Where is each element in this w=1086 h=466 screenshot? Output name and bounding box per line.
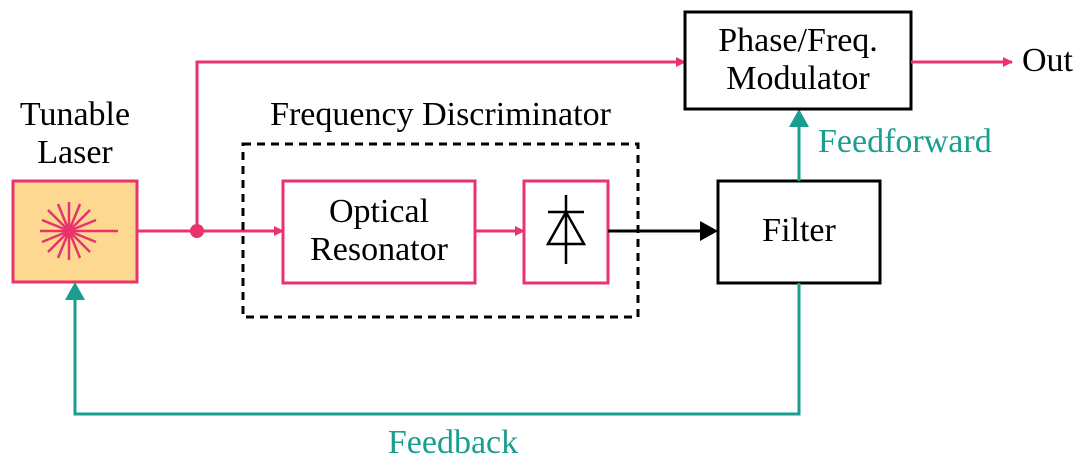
resonator-label-line2: Resonator xyxy=(310,231,448,268)
resonator-label: Optical Resonator xyxy=(283,193,475,269)
to-filter-arrowhead xyxy=(700,221,718,241)
to-modulator-arrow xyxy=(195,57,686,231)
laser-starburst-icon xyxy=(40,202,118,260)
feedback-label: Feedback xyxy=(387,424,519,461)
laser-label: Tunable Laser xyxy=(0,96,150,172)
discriminator-title: Frequency Discriminator xyxy=(270,96,611,133)
modulator-label-line2: Modulator xyxy=(726,60,870,97)
output-label: Out xyxy=(1022,42,1073,79)
laser-label-line2: Laser xyxy=(37,134,113,171)
feedforward-label: Feedforward xyxy=(818,123,992,160)
feedforward-arrowhead xyxy=(789,109,809,127)
photodiode-icon xyxy=(545,195,587,264)
modulator-label: Phase/Freq. Modulator xyxy=(685,22,911,98)
feedback-arrowhead xyxy=(65,282,85,300)
resonator-label-line1: Optical xyxy=(328,193,430,230)
modulator-label-line1: Phase/Freq. xyxy=(718,22,878,59)
laser-label-line1: Tunable xyxy=(19,96,131,133)
filter-label: Filter xyxy=(762,212,836,249)
feedback-line xyxy=(73,283,801,416)
